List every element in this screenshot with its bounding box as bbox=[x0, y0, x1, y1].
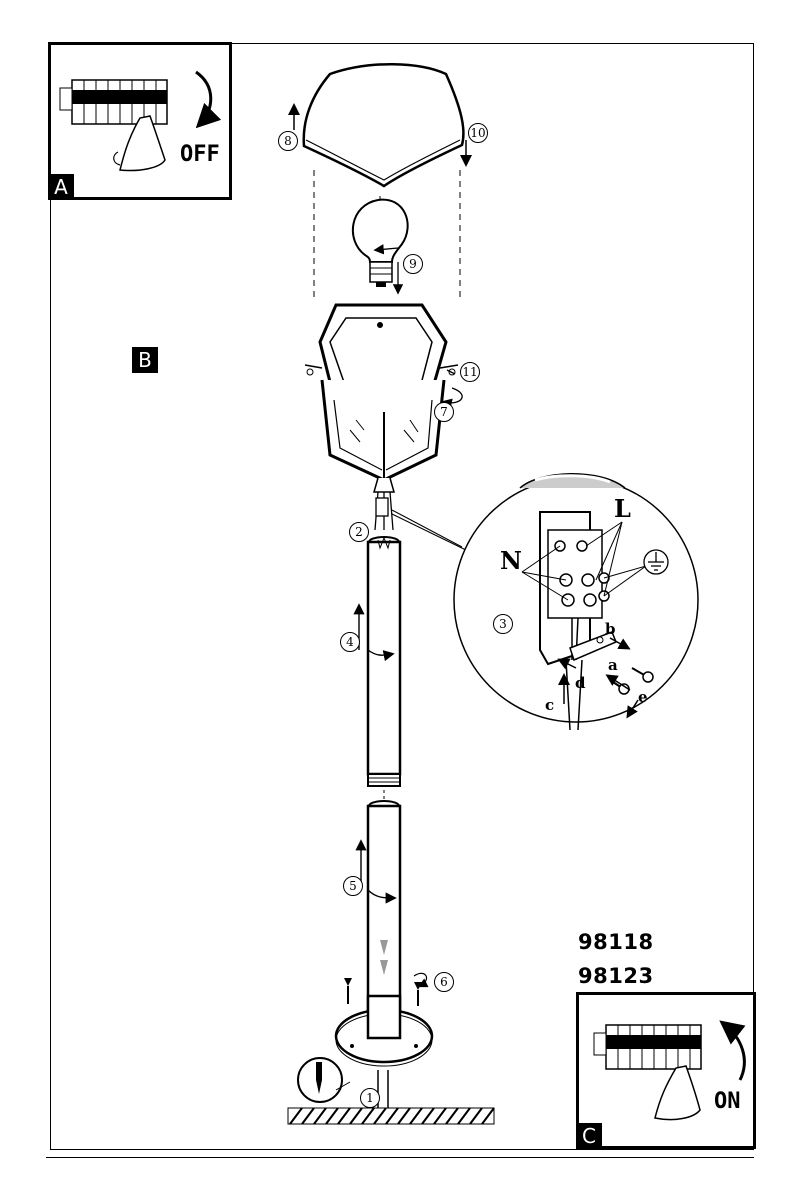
step-11: 11 bbox=[460, 362, 480, 382]
step-4: 4 bbox=[340, 632, 360, 652]
panel-a-tag: A bbox=[48, 174, 74, 200]
wiring-letter-b: b bbox=[605, 620, 616, 638]
step-10: 10 bbox=[468, 123, 488, 143]
neutral-label: N bbox=[500, 546, 522, 575]
light-bulb bbox=[351, 198, 409, 287]
step-3: 3 bbox=[493, 614, 513, 634]
bottom-rule bbox=[46, 1157, 754, 1158]
screwdriver-icon bbox=[297, 1057, 351, 1103]
circuit-breaker-icon bbox=[593, 1024, 702, 1070]
wiring-letter-e: e bbox=[638, 688, 648, 706]
ground-surface bbox=[287, 1107, 495, 1125]
model-number-2: 98123 bbox=[578, 964, 654, 988]
panel-c-frame bbox=[576, 992, 756, 1149]
wiring-letter-c: c bbox=[545, 696, 555, 714]
hand-icon bbox=[654, 1065, 701, 1121]
panel-c-tag: C bbox=[576, 1123, 602, 1149]
model-number-1: 98118 bbox=[578, 930, 654, 954]
on-label: ON bbox=[714, 1089, 741, 1114]
wiring-letter-a: a bbox=[608, 656, 618, 674]
lantern-body bbox=[304, 303, 459, 493]
main-frame-b bbox=[50, 43, 754, 1150]
step-7: 7 bbox=[434, 402, 454, 422]
off-label: OFF bbox=[180, 142, 220, 167]
step-5: 5 bbox=[343, 876, 363, 896]
upper-pole bbox=[366, 536, 402, 787]
wiring-letter-d: d bbox=[575, 674, 586, 692]
step-9: 9 bbox=[403, 254, 423, 274]
step-6: 6 bbox=[434, 972, 454, 992]
step-1: 1 bbox=[360, 1088, 380, 1108]
step-8: 8 bbox=[278, 131, 298, 151]
on-arrow bbox=[719, 1020, 746, 1081]
off-arrow bbox=[195, 70, 222, 129]
hand-icon bbox=[113, 115, 166, 172]
panel-b-tag: B bbox=[132, 347, 158, 373]
step-2: 2 bbox=[349, 522, 369, 542]
lamp-shade bbox=[302, 63, 465, 188]
circuit-breaker-icon bbox=[59, 79, 168, 125]
lamp-wires bbox=[374, 491, 394, 531]
ground-symbol-icon bbox=[643, 549, 669, 575]
wiring-detail-circle bbox=[453, 473, 699, 731]
lower-pole bbox=[366, 800, 402, 1034]
base-plate bbox=[334, 994, 434, 1067]
live-label: L bbox=[614, 494, 631, 523]
